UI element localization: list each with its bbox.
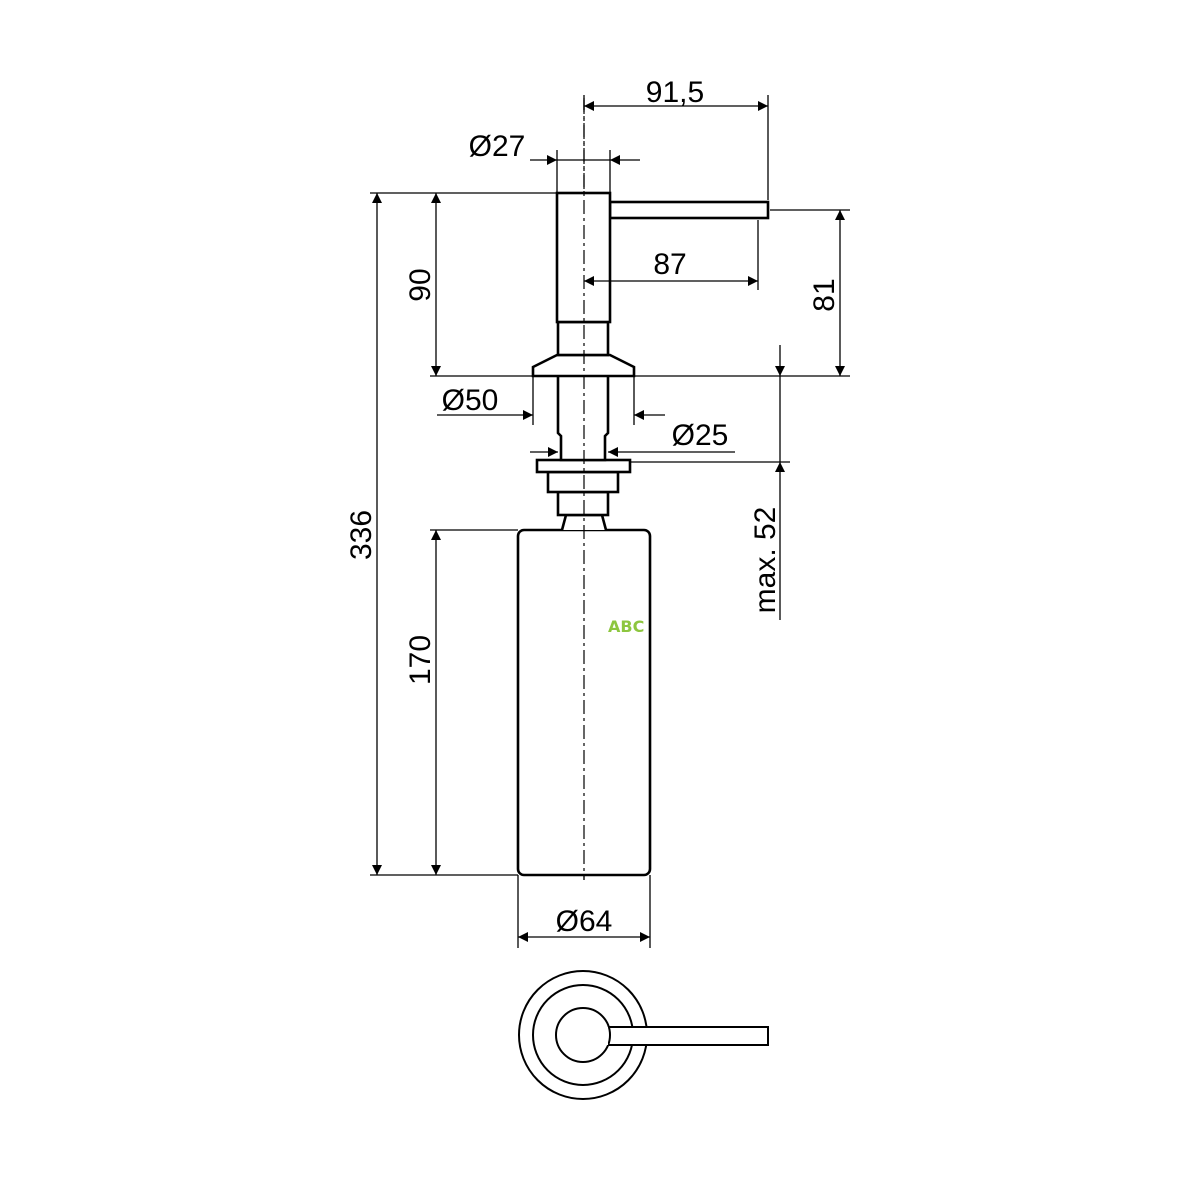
label-spout-inner: 87 [653,248,686,281]
label-spout-reach: 91,5 [646,76,704,109]
nut [546,470,620,494]
label-flange-diameter: Ø50 [442,384,499,417]
stem [556,490,610,517]
label-total-height: 336 [345,510,378,560]
dispenser-side-view [516,100,770,880]
tube [556,376,610,462]
label-head-diameter: Ø27 [469,130,526,163]
dispenser-top-view [518,970,769,1100]
label-head-height: 90 [404,268,437,301]
neck [556,320,610,357]
label-thread-diameter: Ø25 [672,419,729,452]
label-spout-height: 81 [808,278,841,311]
watermark: ABC [608,617,644,636]
spout [608,200,770,220]
label-max-thickness: max. 52 [749,507,782,614]
label-bottle-height: 170 [404,635,437,685]
label-bottle-diameter: Ø64 [556,905,613,938]
